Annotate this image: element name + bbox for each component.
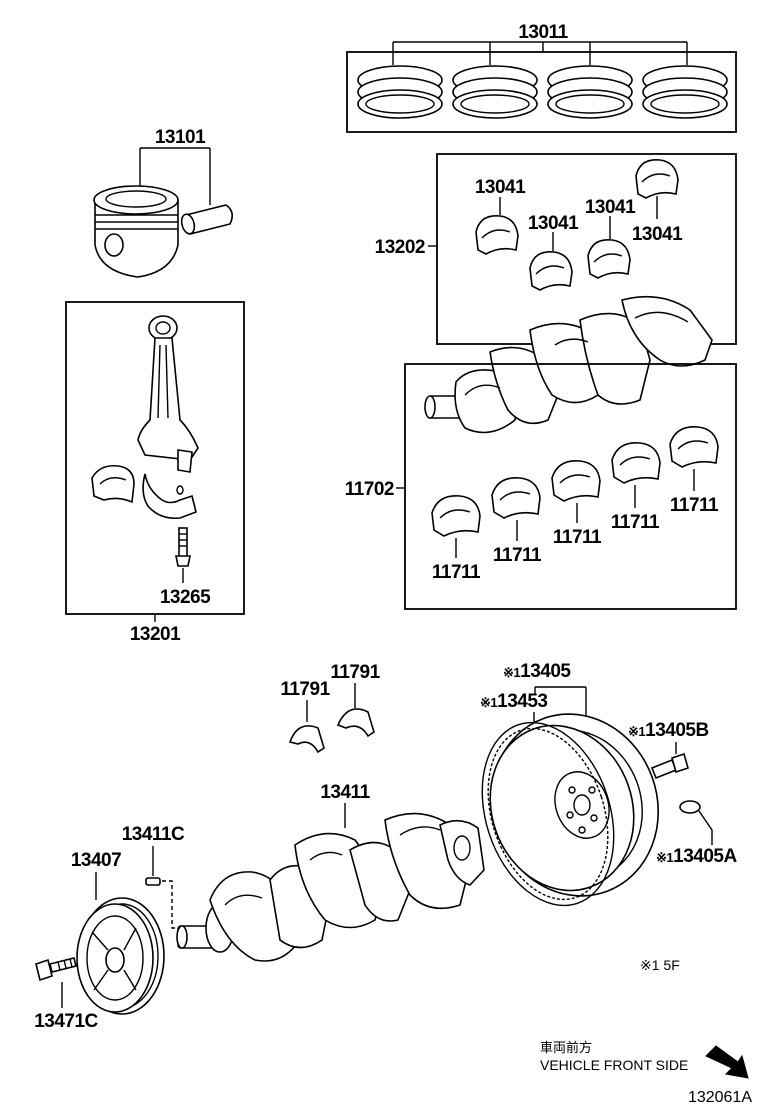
pulley-bolt xyxy=(35,957,77,982)
bearing-shell-c xyxy=(587,239,631,279)
diagram-id: 132061A xyxy=(688,1089,752,1106)
crank-bearing-5 xyxy=(669,426,719,468)
label-bearing-a: 13041 xyxy=(475,177,526,198)
label-crank-pulley: 13407 xyxy=(71,850,121,871)
label-pulley-bolt: 13471C xyxy=(34,1011,98,1032)
label-flywheel: 13405 xyxy=(520,661,571,682)
label-bearing-b: 13041 xyxy=(528,213,579,234)
crank-pulley xyxy=(76,897,165,1015)
piston-pin xyxy=(180,204,234,235)
label-conn-rod-bolt: 13265 xyxy=(160,587,211,608)
svg-text:※113405A: ※113405A xyxy=(656,846,737,867)
crank-key xyxy=(145,877,161,886)
label-crank-bearing-4: 11711 xyxy=(611,512,660,533)
svg-text:※113453: ※113453 xyxy=(480,691,547,712)
note-text: ※1 5F xyxy=(640,957,680,973)
conn-rod-bearing-upper xyxy=(91,464,135,504)
label-crank-bearing-5: 11711 xyxy=(670,495,719,516)
label-conn-rod: 13201 xyxy=(130,624,181,645)
bearing-shell-b xyxy=(529,251,573,291)
svg-text:※113405: ※113405 xyxy=(503,661,571,682)
piston-ring-4 xyxy=(642,65,728,119)
note-mark-flywheel: ※1 xyxy=(503,665,520,680)
crank-pulley-group: 13407 xyxy=(71,850,165,1015)
direction-english: VEHICLE FRONT SIDE xyxy=(540,1057,688,1073)
conn-rod-cap xyxy=(142,473,197,520)
crank-bearing-3 xyxy=(551,460,601,502)
label-flywheel-pin: 13405A xyxy=(673,846,737,867)
svg-text:※113405B: ※113405B xyxy=(628,720,709,741)
arrow-right-icon xyxy=(705,1045,749,1079)
bearing-shell-d xyxy=(635,159,679,199)
piston-ring-3 xyxy=(547,65,633,119)
pulley-bolt-group: 13471C xyxy=(34,957,99,1032)
label-crank-bearing-3: 11711 xyxy=(553,527,602,548)
flywheel xyxy=(489,713,660,897)
flywheel-pin xyxy=(679,800,701,814)
crank-bearing-4 xyxy=(611,442,661,484)
piston-ring-set-box xyxy=(346,51,737,133)
piston-group: 13101 xyxy=(93,127,234,278)
crank-bearing-1 xyxy=(431,495,481,537)
bearing-shell-a xyxy=(475,215,519,255)
conn-rod-group: 13265 13201 xyxy=(65,301,245,645)
thrust-washer-group: 11791 11791 xyxy=(280,662,381,754)
crank-key-group: 13411C xyxy=(122,824,186,929)
conn-rod-bolt xyxy=(175,527,191,567)
connecting-rod xyxy=(137,315,199,473)
crankshaft-upper xyxy=(424,295,713,434)
conn-rod-bearing-group: 13202 13041 13041 13041 13041 xyxy=(375,153,737,345)
note-mark-ring-gear: ※1 xyxy=(480,695,497,710)
flywheel-bolt xyxy=(650,752,689,780)
crank-bearing-box xyxy=(404,363,737,610)
label-crank-bearing-set: 11702 xyxy=(345,479,394,500)
label-flywheel-bolt: 13405B xyxy=(645,720,709,741)
label-crankshaft: 13411 xyxy=(320,782,370,803)
label-crank-key: 13411C xyxy=(122,824,185,845)
piston-ring-2 xyxy=(452,65,538,119)
piston-ring-1 xyxy=(357,65,443,119)
flywheel-group: ※113405 ※113453 xyxy=(480,661,738,907)
label-conn-rod-bearing-set: 13202 xyxy=(375,237,425,258)
crank-bearing-group: 11702 11711 11711 11711 11711 xyxy=(345,363,737,610)
piston xyxy=(93,185,179,278)
label-bearing-c: 13041 xyxy=(585,197,636,218)
label-ring-gear: 13453 xyxy=(497,691,547,712)
crank-bearing-2 xyxy=(491,477,541,519)
ring-gear xyxy=(481,721,615,907)
direction-japanese: 車両前方 xyxy=(540,1040,592,1056)
note-mark-flywheel-bolt: ※1 xyxy=(628,724,645,739)
crankshaft xyxy=(176,812,485,962)
piston-ring-set-group: 13011 xyxy=(346,22,737,133)
label-bearing-d: 13041 xyxy=(632,224,683,245)
label-crank-bearing-2: 11711 xyxy=(493,545,542,566)
label-crank-bearing-1: 11711 xyxy=(432,562,481,583)
label-thrust-washer-upper: 11791 xyxy=(280,679,330,700)
crankshaft-group: 13411 xyxy=(176,782,485,962)
note-mark-flywheel-pin: ※1 xyxy=(656,850,673,865)
thrust-washer-upper xyxy=(288,725,325,754)
label-thrust-washer-lower: 11791 xyxy=(330,662,380,683)
label-piston-ring-set: 13011 xyxy=(518,22,568,43)
thrust-washer-lower xyxy=(336,708,375,738)
label-piston: 13101 xyxy=(155,127,206,148)
